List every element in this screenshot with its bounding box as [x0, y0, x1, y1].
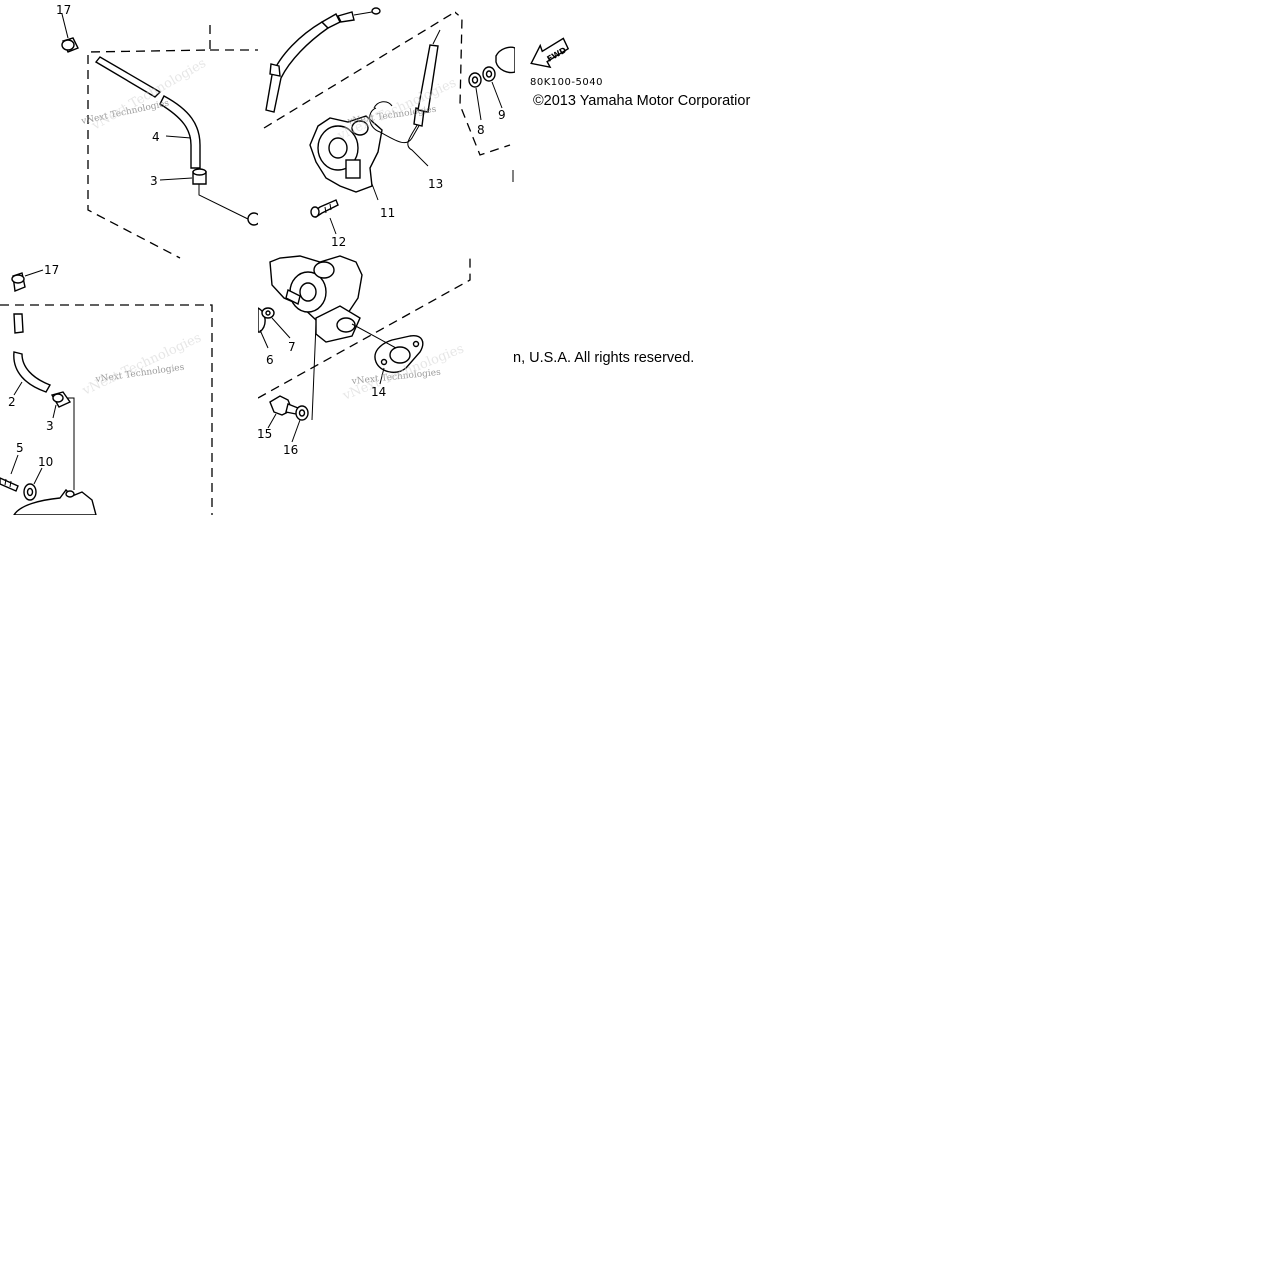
callout-number: 3 — [150, 174, 158, 188]
middle-tile: vNext Technologies vNext Technologies vN… — [257, 7, 471, 457]
washer-7 — [261, 307, 291, 339]
collar-17-top — [61, 13, 79, 53]
washer-16 — [291, 405, 309, 443]
hose-straight-top — [94, 56, 162, 98]
oil-pump-11 — [309, 107, 421, 201]
callout-number: 17 — [44, 263, 59, 277]
callout-number: 11 — [380, 206, 395, 220]
gasket-14 — [351, 323, 424, 385]
copyright-line-part-1: ©2013 Yamaha Motor Corporatior — [533, 93, 751, 109]
screw-12 — [310, 199, 339, 235]
watermark-text: vNext Technologies — [334, 75, 458, 144]
callout-number: 8 — [477, 123, 485, 137]
callout-number: 7 — [288, 340, 296, 354]
left-tile: vNext Technologies vNext Technologies vN… — [0, 3, 258, 515]
fwd-arrow-icon: FWD — [530, 37, 570, 69]
copyright-line-part-2: n, U.S.A. All rights reserved. — [513, 350, 695, 366]
collar-17-bottom — [11, 269, 44, 292]
callout-number: 10 — [38, 455, 53, 469]
hose-curved-2 — [13, 351, 52, 396]
callout-number: 5 — [16, 441, 24, 455]
fitting-3-lower — [50, 391, 75, 490]
callout-number: 17 — [56, 3, 71, 17]
callout-number: 15 — [257, 427, 272, 441]
washer-10 — [23, 467, 43, 501]
callout-number: 13 — [428, 177, 443, 191]
drawing-code: 80K100-5040 — [530, 77, 603, 88]
callout-number: 4 — [152, 130, 160, 144]
pump-housing-lower — [269, 255, 363, 421]
callout-number: 12 — [331, 235, 346, 249]
pump-body-lower-left — [13, 488, 97, 515]
sensor-wire-13 — [373, 29, 441, 167]
washer-9 — [482, 66, 503, 109]
bolt-5 — [0, 454, 19, 492]
cable-sheath — [265, 7, 381, 113]
nut-8 — [468, 72, 482, 121]
fitting-3-upper — [159, 168, 251, 221]
hose-curved-4 — [159, 95, 201, 169]
right-tile: 8 9 — [455, 11, 515, 182]
callout-number: 14 — [371, 385, 386, 399]
bolt-15 — [267, 395, 299, 429]
callout-number: 6 — [266, 353, 274, 367]
callout-number: 9 — [498, 108, 506, 122]
callout-number: 2 — [8, 395, 16, 409]
watermark-text: vNext Technologies — [79, 330, 203, 399]
callout-number: 3 — [46, 419, 54, 433]
callout-number: 16 — [283, 443, 298, 457]
